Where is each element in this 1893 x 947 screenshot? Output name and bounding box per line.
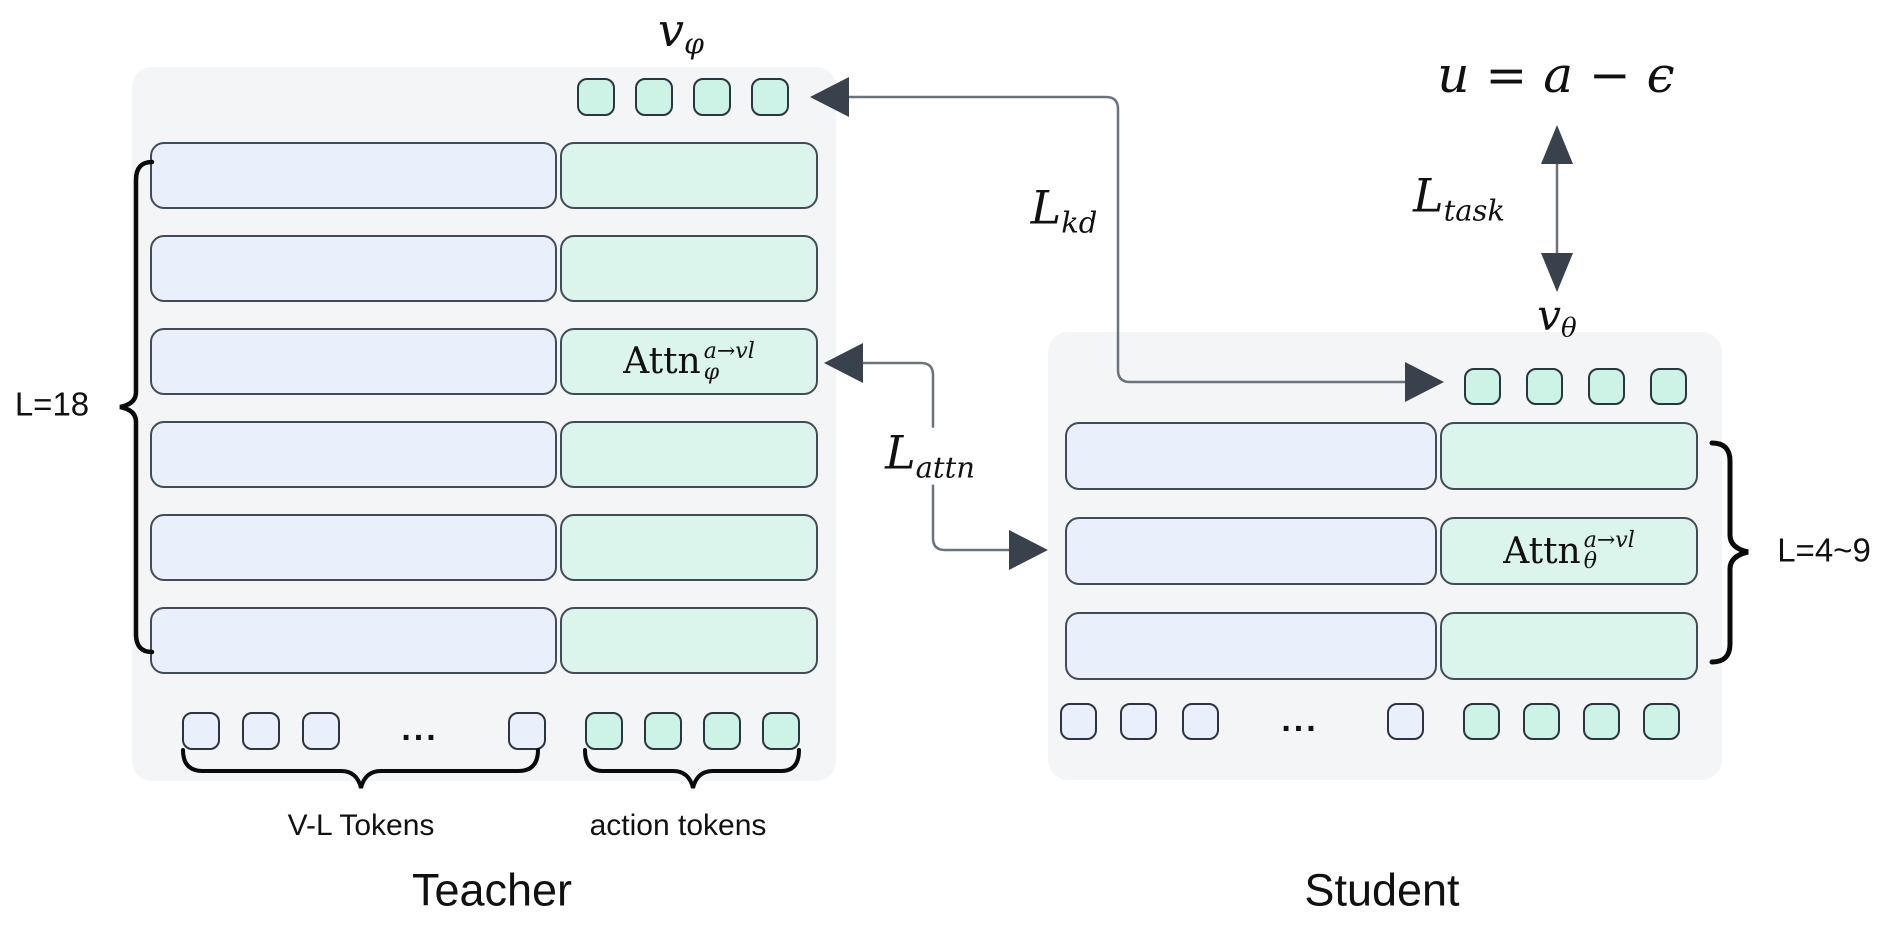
student-output-token: [1526, 368, 1563, 405]
student-ellipsis: ...: [1281, 701, 1319, 739]
teacher-action-token: [762, 712, 800, 750]
teacher-vl-layer: [150, 607, 557, 674]
teacher-vl-token: [302, 712, 340, 750]
teacher-output-token: [577, 78, 615, 116]
flow-matching-equation: u = a − ϵ: [1437, 46, 1675, 104]
student-vl-layer: [1065, 612, 1437, 680]
student-action-token: [1463, 703, 1500, 740]
teacher-action-layer: [560, 142, 818, 209]
teacher-ellipsis: ...: [401, 710, 439, 748]
teacher-output-token: [693, 78, 731, 116]
student-action-layer: [1440, 612, 1698, 680]
attn-subscript: θ: [1583, 549, 1597, 574]
task-loss-label: Ltask: [1413, 168, 1505, 228]
teacher-action-token: [644, 712, 682, 750]
attn-loss-label: Lattn: [877, 427, 983, 485]
student-action-token: [1583, 703, 1620, 740]
attn-superscript: a→vl: [1583, 528, 1635, 554]
attn-arrowhead-right-icon: [1009, 530, 1048, 570]
student-vl-token: [1060, 703, 1097, 740]
teacher-vl-token: [508, 712, 546, 750]
teacher-vl-token: [242, 712, 280, 750]
teacher-vl-token: [182, 712, 220, 750]
student-output-token: [1650, 368, 1687, 405]
vl-tokens-label: V-L Tokens: [287, 809, 435, 842]
teacher-vl-layer: [150, 142, 557, 209]
student-output-token: [1588, 368, 1625, 405]
teacher-title: Teacher: [411, 864, 573, 916]
student-value-head-label: vθ: [1537, 290, 1577, 344]
teacher-action-layer: [560, 421, 818, 488]
teacher-vl-layer: [150, 421, 557, 488]
student-action-layer: [1440, 422, 1698, 490]
student-vl-layer: [1065, 517, 1437, 585]
teacher-output-token: [635, 78, 673, 116]
kd-loss-label: Lkd: [1030, 180, 1098, 240]
action-tokens-label: action tokens: [589, 809, 767, 842]
teacher-depth-label: L=18: [14, 385, 90, 423]
task-arrowhead-up-icon: [1541, 125, 1573, 164]
student-vl-layer: [1065, 422, 1437, 490]
attn-superscript: a→vl: [703, 338, 755, 364]
student-output-token: [1464, 368, 1501, 405]
teacher-action-layer: [560, 235, 818, 302]
teacher-vl-layer: [150, 235, 557, 302]
attn-subscript: φ: [703, 359, 720, 385]
student-vl-token: [1182, 703, 1219, 740]
teacher-output-token: [751, 78, 789, 116]
student-action-token: [1523, 703, 1560, 740]
teacher-value-head-label: vφ: [658, 2, 704, 61]
student-title: Student: [1304, 864, 1460, 916]
student-vl-token: [1120, 703, 1157, 740]
student-vl-token: [1387, 703, 1424, 740]
teacher-action-token: [585, 712, 623, 750]
task-arrowhead-down-icon: [1541, 253, 1573, 292]
teacher-vl-layer: [150, 514, 557, 581]
teacher-action-layer: [560, 514, 818, 581]
student-action-token: [1643, 703, 1680, 740]
teacher-action-layer: [560, 607, 818, 674]
student-depth-label: L=4~9: [1777, 531, 1871, 569]
teacher-vl-layer: [150, 328, 557, 395]
teacher-action-token: [703, 712, 741, 750]
